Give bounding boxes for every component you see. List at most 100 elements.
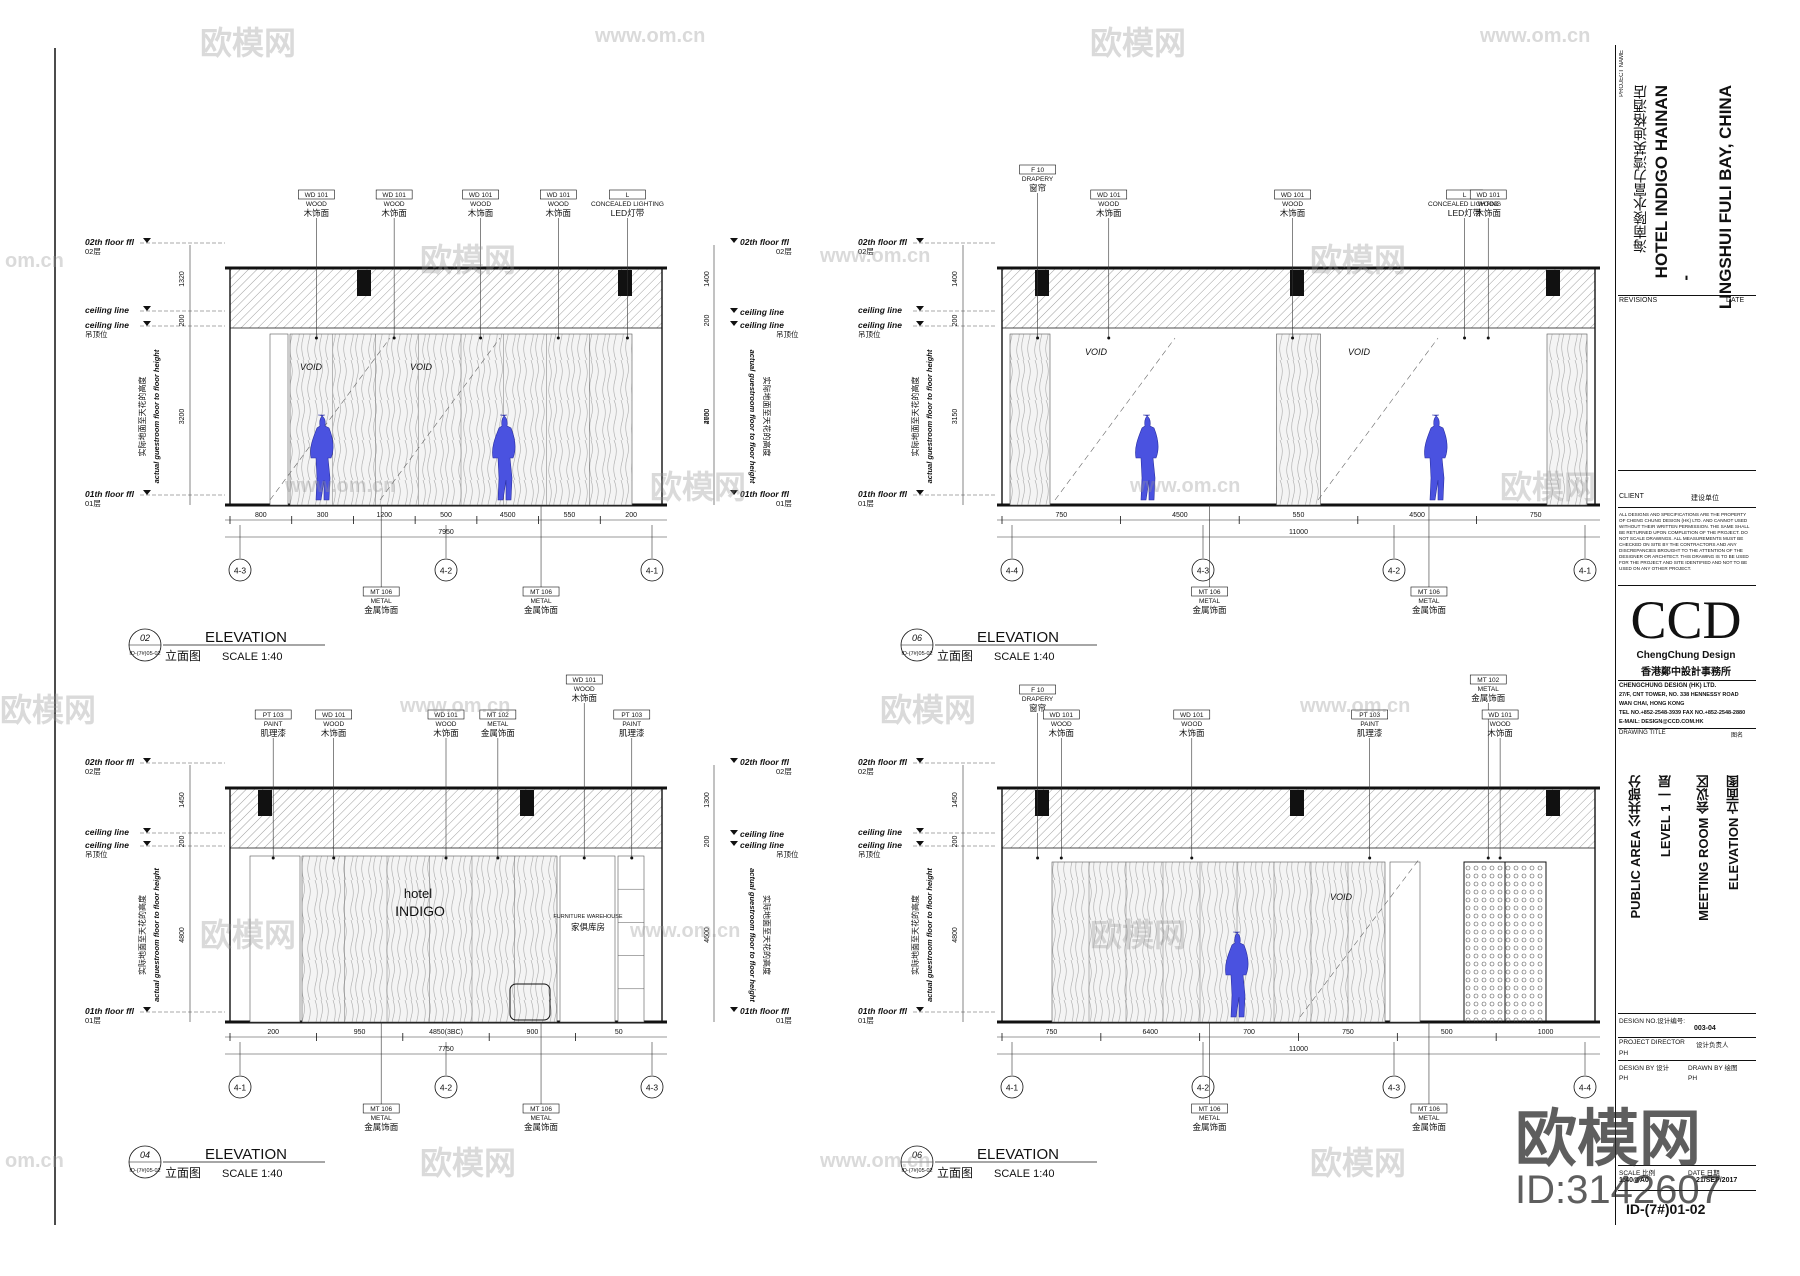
level-label-right: 02th floor ffl — [740, 757, 790, 767]
horizontal-dimension: 6400 — [1142, 1029, 1158, 1036]
led-tag-cn: LED灯带 — [1448, 208, 1482, 218]
wood-tag-box — [1090, 189, 1128, 200]
metal-tag-bottom-cn: 金属饰面 — [364, 605, 399, 615]
level-label-right: ceiling line — [740, 307, 784, 317]
level-label-cn: 吊顶位 — [85, 849, 108, 859]
elevation-scale: SCALE 1:40 — [994, 1168, 1055, 1180]
level-label: ceiling line — [858, 305, 902, 315]
total-dimension: 11000 — [1289, 529, 1308, 536]
level-marker — [916, 1007, 924, 1012]
elevation-scale: SCALE 1:40 — [222, 651, 283, 663]
level-marker-right — [730, 321, 738, 326]
beam — [1290, 270, 1304, 296]
height-note-cn: 实际地面至天花的高度 — [910, 895, 920, 975]
level-marker — [916, 321, 924, 326]
human-figure — [1424, 414, 1448, 501]
human-figure — [1135, 414, 1159, 501]
vertical-dimension: 200 — [179, 315, 186, 327]
metal-tag-bottom-en: METAL — [530, 598, 552, 605]
elevation-number: 06 — [912, 633, 922, 643]
level-label: ceiling line — [85, 320, 129, 330]
horizontal-dimension: 1000 — [1538, 1029, 1554, 1036]
beam — [618, 270, 632, 296]
level-label: ceiling line — [858, 320, 902, 330]
metal-tag-box — [1469, 674, 1507, 685]
level-label: ceiling line — [85, 840, 129, 850]
metal-tag-bottom-code: MT 106 — [1418, 589, 1440, 596]
horizontal-dimension: 750 — [1342, 1029, 1354, 1036]
wood-tag-box — [1173, 709, 1211, 720]
vertical-dimension-right: 200 — [704, 836, 711, 848]
leader-dot — [496, 856, 500, 860]
metal-tag-bottom-box — [362, 1103, 400, 1114]
wood-tag-box — [1481, 709, 1519, 720]
grid-label: 4-2 — [1197, 1083, 1210, 1093]
wood-tag-code: WD 101 — [547, 192, 571, 199]
level-label-right-cn: 01层 — [776, 499, 792, 508]
level-label: 01th floor ffl — [85, 1006, 135, 1016]
drapery-tag-code: F 10 — [1031, 167, 1044, 174]
horizontal-dimension: 200 — [625, 512, 637, 519]
metal-tag-bottom-en: METAL — [1418, 1115, 1440, 1122]
wood-tag-box — [375, 189, 413, 200]
level-marker — [143, 828, 151, 833]
height-note-en: actual guestroom floor to floor height — [925, 349, 934, 483]
wood-tag-code: WD 101 — [1097, 192, 1121, 199]
leader-dot — [444, 856, 448, 860]
drawn-by-label: DRAWN BY 绘图 — [1688, 1065, 1738, 1072]
wood-tag-box — [1469, 189, 1507, 200]
wood-tag-box — [298, 189, 335, 200]
director-label: PROJECT DIRECTOR — [1619, 1039, 1685, 1046]
project-name-label: PROJECT NAME — [1619, 50, 1625, 97]
level-label: 01th floor ffl — [858, 1006, 908, 1016]
level-marker — [143, 490, 151, 495]
vertical-dimension: 1320 — [179, 271, 186, 287]
height-note-en: actual guestroom floor to floor height — [152, 868, 161, 1002]
drapery-column — [1009, 333, 1051, 506]
drawing-title-2: LEVEL 1 一层 — [1658, 775, 1673, 858]
wood-tag-en: WOOD — [436, 721, 457, 728]
vertical-dimension: 4800 — [179, 927, 186, 943]
level-label-cn: 吊顶位 — [858, 849, 881, 859]
paint-tag-cn: 肌理漆 — [260, 728, 286, 738]
height-note-cn: 实际地面至天花的高度 — [137, 895, 147, 975]
company-address2: WAN CHAI, HONG KONG — [1619, 701, 1685, 707]
level-label-right-cn: 02层 — [776, 247, 792, 256]
horizontal-dimension: 700 — [1243, 1029, 1255, 1036]
level-marker — [916, 306, 924, 311]
beam — [1546, 790, 1560, 816]
client-label: CLIENT — [1619, 493, 1644, 500]
vertical-dimension-right: 1300 — [704, 792, 711, 808]
elevation-scale: SCALE 1:40 — [222, 1168, 283, 1180]
drawing-title-label: DRAWING TITLE — [1619, 730, 1666, 736]
leader-dot — [314, 336, 318, 340]
ccd-logo-sub: ChengChung Design — [1636, 650, 1736, 661]
void-diagonal — [269, 337, 391, 501]
beam — [1546, 270, 1560, 296]
wood-tag-box — [1043, 709, 1080, 720]
grid-label: 4-4 — [1579, 1083, 1592, 1093]
wood-tag-cn: 木饰面 — [433, 728, 459, 738]
metal-tag-bottom-cn: 金属饰面 — [364, 1122, 399, 1132]
level-marker — [143, 841, 151, 846]
level-label: 02th floor ffl — [858, 237, 908, 247]
glass-panel — [1389, 861, 1421, 1023]
project-name-en: HOTEL INDIGO HAINAN — [1652, 85, 1671, 279]
horizontal-dimension: 1200 — [376, 512, 392, 519]
level-label-cn: 02层 — [858, 247, 874, 256]
leader-dot — [630, 856, 634, 860]
beam — [1035, 790, 1049, 816]
height-note-en-right: actual guestroom floor to floor height — [748, 350, 757, 484]
wood-tag-code: WD 101 — [434, 712, 458, 719]
height-note-en: actual guestroom floor to floor height — [925, 868, 934, 1002]
warehouse-door — [559, 855, 616, 1023]
level-marker-right — [730, 1007, 738, 1012]
metal-tag-bottom-cn: 金属饰面 — [1412, 1122, 1447, 1132]
wood-tag-code: WD 101 — [572, 677, 596, 684]
level-label-right: ceiling line — [740, 829, 784, 839]
level-label: 02th floor ffl — [85, 237, 135, 247]
height-note-en: actual guestroom floor to floor height — [152, 349, 161, 483]
horizontal-dimension: 950 — [354, 1029, 366, 1036]
wood-tag-cn: 木饰面 — [1487, 728, 1513, 738]
